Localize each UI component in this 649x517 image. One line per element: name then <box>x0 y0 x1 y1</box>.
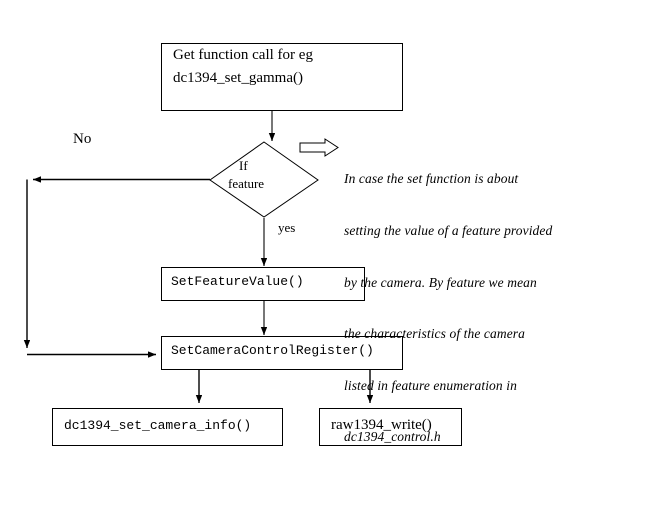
node-setcameracontrolregister-label: SetCameraControlRegister() <box>171 343 374 358</box>
edge-label-yes: yes <box>278 220 296 235</box>
node-start-line2: dc1394_set_gamma() <box>173 70 303 86</box>
decision-diamond-shape <box>209 141 319 218</box>
annotation-line-5: listed in feature enumeration in <box>344 377 517 393</box>
node-setcamerainfo-box[interactable] <box>52 408 283 446</box>
node-rawwrite-box[interactable] <box>319 408 462 446</box>
node-rawwrite-label: raw1394_write() <box>331 417 432 433</box>
annotation-line-2: setting the value of a feature provided <box>344 223 553 239</box>
node-setcameracontrolregister-box[interactable] <box>161 336 403 370</box>
annotation-line-4: the characteristics of the camera <box>344 326 526 342</box>
block-arrow-right-icon <box>299 138 339 157</box>
annotation-line-1: In case the set function is about <box>344 171 519 187</box>
annotation-line-6: dc1394_control.h <box>344 429 441 445</box>
annotation-text: In case the set function is about settin… <box>344 136 614 480</box>
decision-label-line2: feature <box>228 176 265 191</box>
node-setfeaturevalue-box[interactable] <box>161 267 365 301</box>
node-start-box[interactable] <box>161 43 403 111</box>
annotation-line-3: by the camera. By feature we mean <box>344 274 537 290</box>
node-setfeaturevalue-label: SetFeatureValue() <box>171 274 304 289</box>
edge-label-no: No <box>73 131 92 147</box>
node-start-line1: Get function call for eg <box>173 47 313 63</box>
node-setcamerainfo-label: dc1394_set_camera_info() <box>64 418 252 433</box>
decision-label-line1: If <box>239 158 248 173</box>
